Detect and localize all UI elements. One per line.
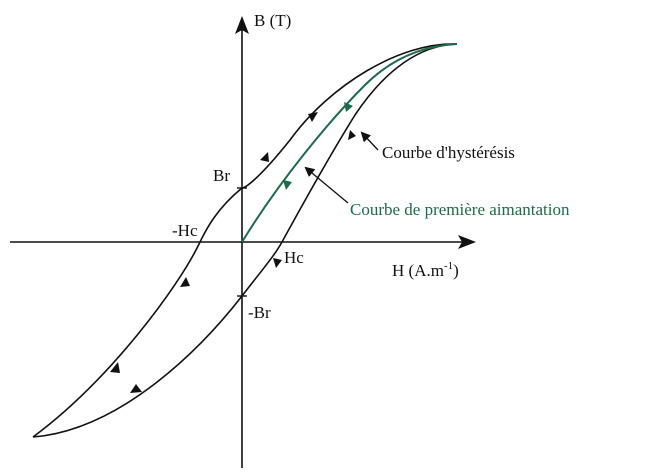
hc-label: Hc [284,248,304,267]
upper-arrow-1 [308,112,318,122]
green-arrow-1 [283,180,292,190]
br-label: Br [213,166,230,185]
hysteresis-annotation: Courbe d'hystérésis [382,143,515,162]
hysteresis-pointer [360,131,379,151]
neg-hc-label: -Hc [172,221,198,240]
h-axis-label-exponent: -1 [444,260,453,272]
upper-arrow-2 [260,152,269,162]
green-arrow-2 [344,102,353,112]
b-axis-label: B (T) [254,11,291,30]
lower-arrow-1 [130,384,142,393]
lower-arrow-3 [348,130,356,140]
first-magnetization-annotation: Courbe de première aimantation [350,200,570,219]
hysteresis-lower-branch [32,43,458,438]
h-axis-label-close: ) [453,261,459,280]
lower-arrow-2 [273,258,282,268]
h-axis-arrowhead [458,235,476,249]
upper-arrow-3 [180,277,190,287]
first-magnetization-pointer [304,166,349,204]
b-axis-arrowhead [235,16,249,34]
h-axis-label: H (A.m-1) [392,260,459,280]
upper-arrow-4 [110,362,120,373]
first-magnetization-curve [241,43,458,243]
hysteresis-upper-branch [32,43,458,438]
neg-br-label: -Br [248,303,271,322]
